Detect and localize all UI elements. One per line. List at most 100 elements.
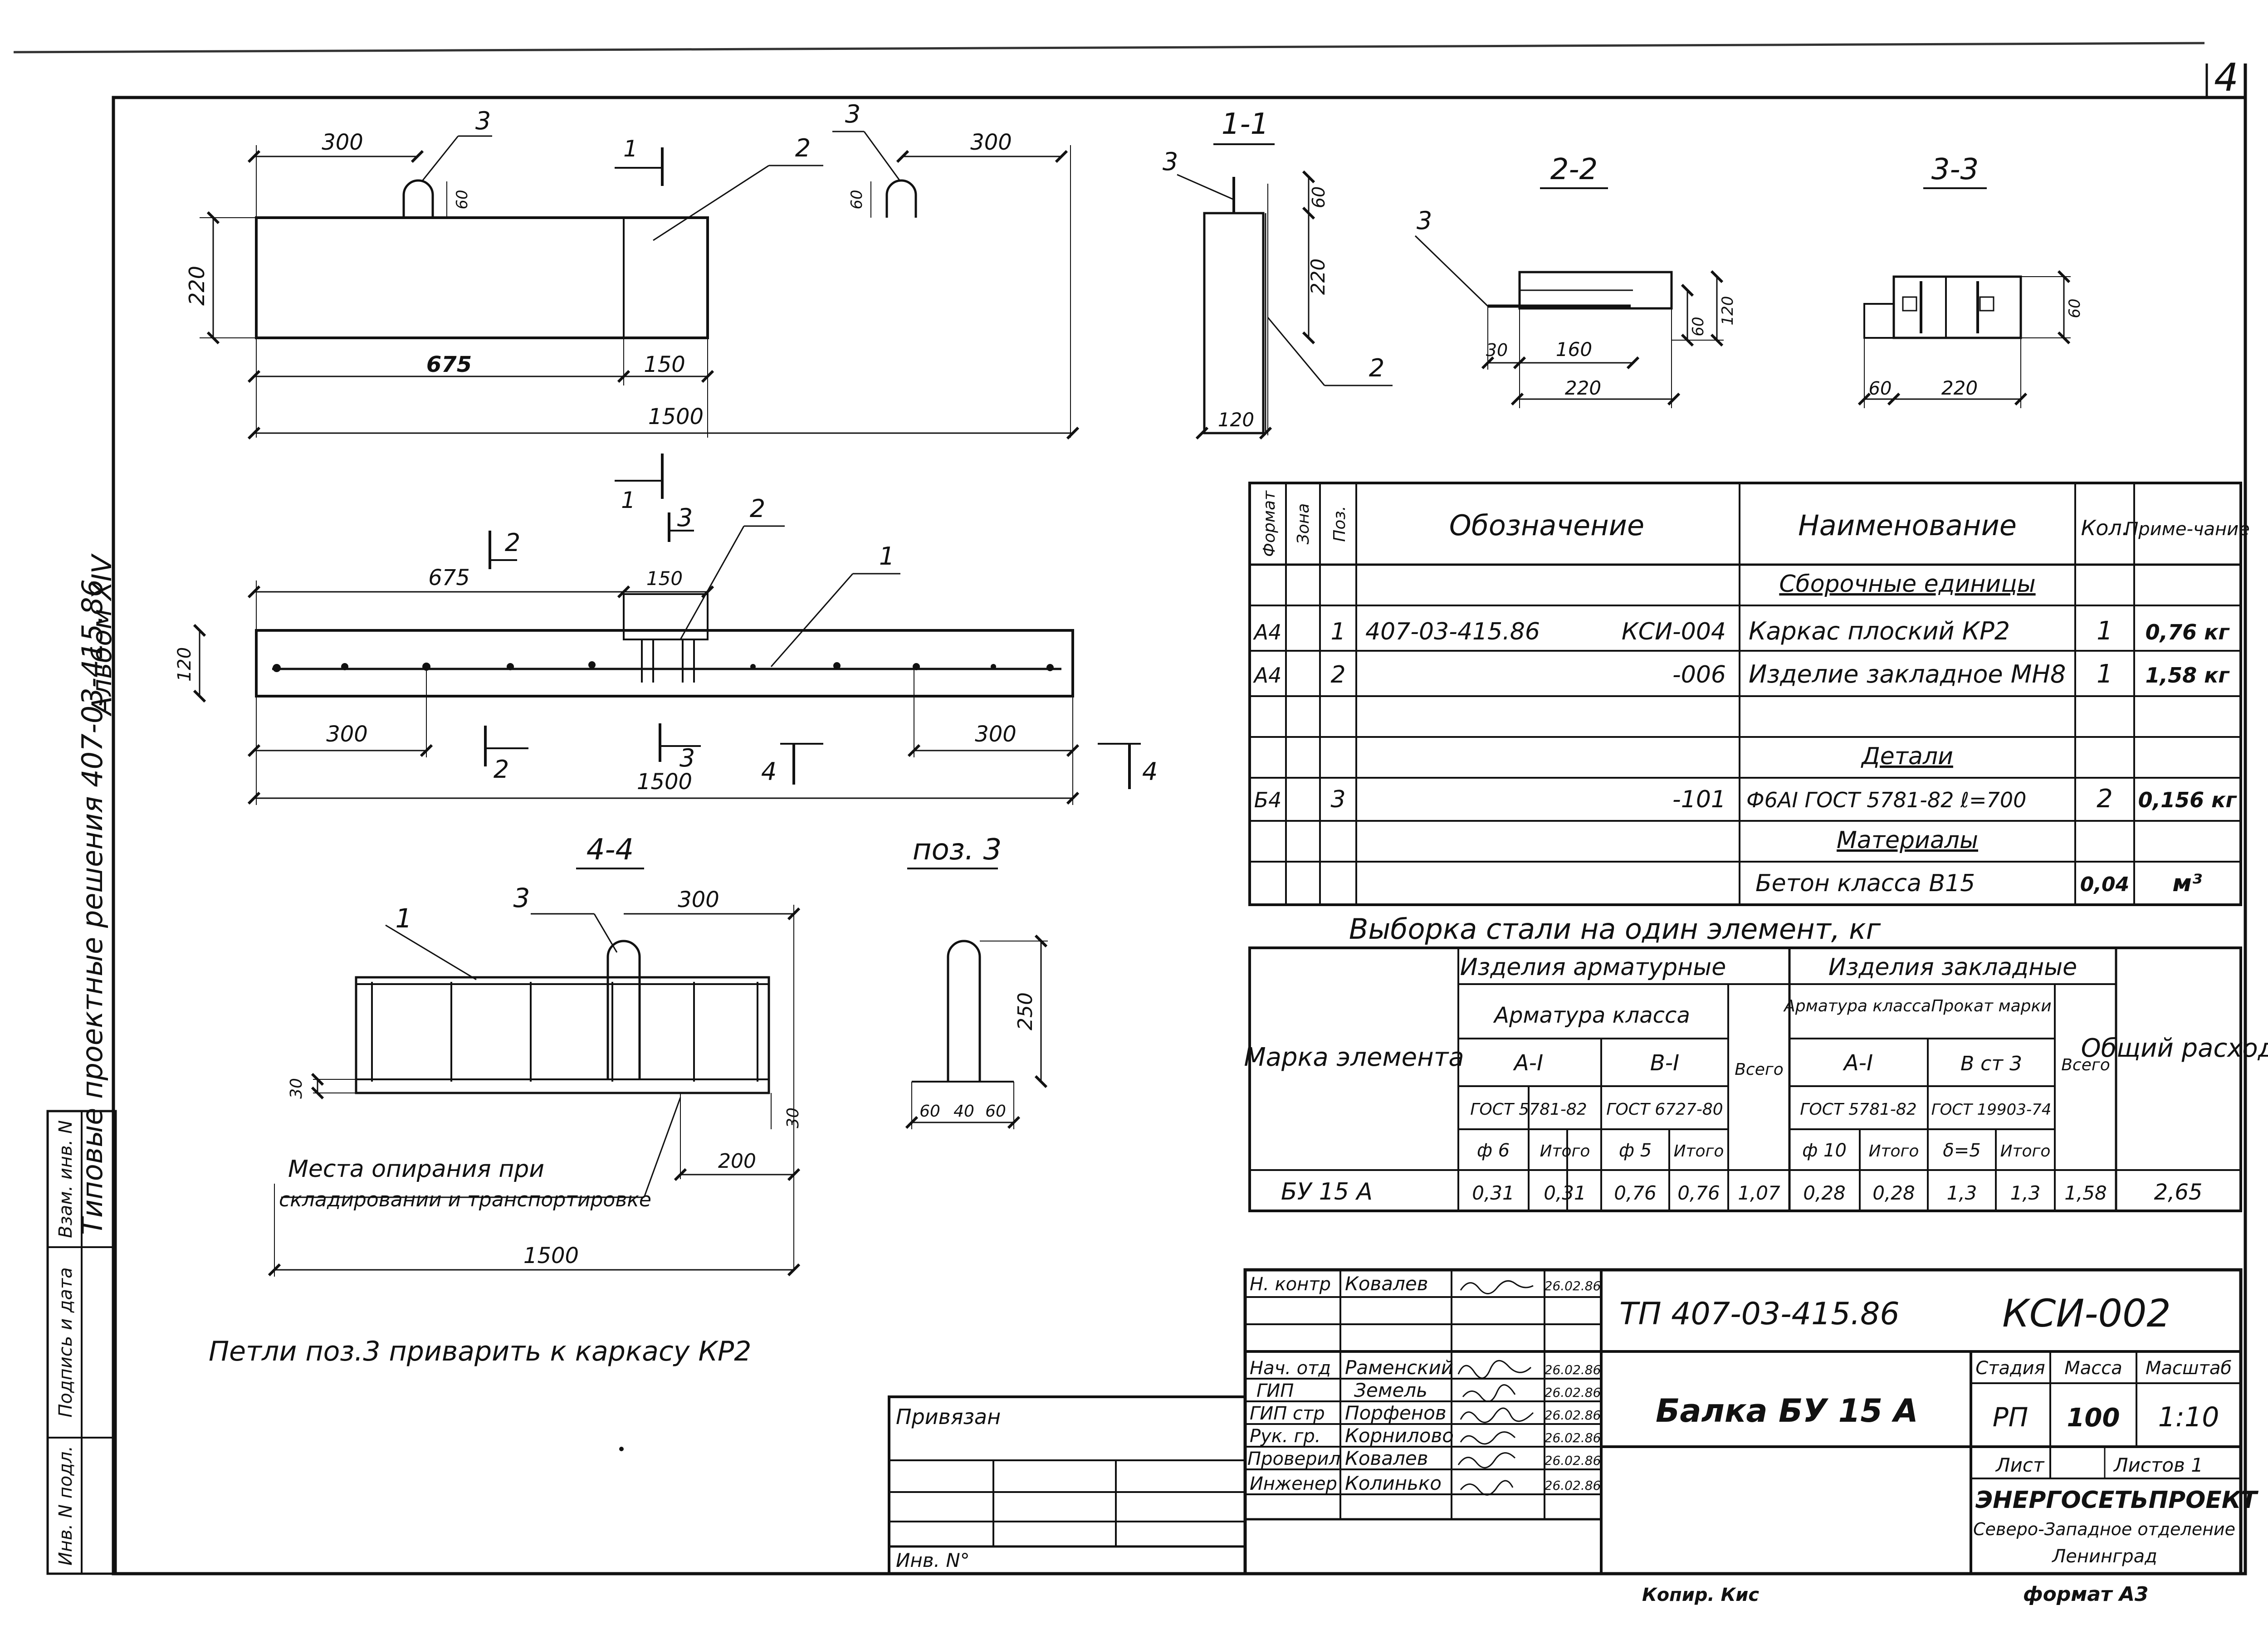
spec-row4-qty: 0,04 [2080, 873, 2130, 896]
embedded-plate [623, 217, 709, 339]
spec-row3-note: 0,156 кг [2138, 788, 2238, 812]
tb-date-6: 26.02.86 [1545, 1453, 1601, 1468]
section-3-3: 3-3 60 220 60 [1857, 153, 2084, 408]
plan-callout-2: 2 [750, 494, 765, 523]
plan-section-1-mark: 1 [621, 487, 635, 513]
spec-row3-qty: 2 [2097, 784, 2113, 814]
steel-sub-f6: ф 6 [1477, 1140, 1510, 1161]
section-1-1-title: 1-1 [1222, 107, 1269, 141]
front-dim-1500: 1500 [648, 404, 704, 429]
steel-val-5: 1,07 [1738, 1182, 1780, 1204]
steel-gost-1: ГОСТ 5781-82 [1470, 1100, 1587, 1119]
title-block: Н. контр Нач. отд ГИП ГИП стр Рук. гр. П… [1243, 1268, 2258, 1575]
front-dim-60-right: 60 [848, 190, 866, 209]
tb-stage: РП [1993, 1402, 2028, 1433]
tb-sheets-label: Листов 1 [2113, 1454, 2203, 1476]
beam-elevation [255, 216, 709, 339]
steel-armature-group: Изделия арматурные [1460, 954, 1726, 981]
steel-sub-f10: ф 10 [1802, 1140, 1847, 1161]
pos3-detail: поз. 3 60 40 60 250 [905, 833, 1048, 1129]
spec-row1-pos: 1 [1330, 618, 1345, 645]
general-note: Петли поз.3 приварить к каркасу КР2 [209, 1336, 751, 1367]
spec-row3-code: -101 [1672, 786, 1726, 813]
tb-date-4: 26.02.86 [1545, 1408, 1601, 1423]
section-1-1-callout-3: 3 [1163, 147, 1178, 176]
plan-dim-300-left: 300 [326, 722, 368, 747]
plan-section-4-left: 4 [761, 757, 777, 786]
spec-header-format: Формат [1260, 490, 1279, 557]
privyazan-block: Привязан Инв. N° [888, 1395, 1246, 1575]
tb-mass-label: Масса [2064, 1358, 2122, 1379]
stamp-cell-3: Взам. инв. N [55, 1120, 76, 1238]
spec-row1-name: Каркас плоский КР2 [1749, 617, 2010, 645]
tb-date-7: 26.02.86 [1545, 1478, 1601, 1493]
steel-val-2: 0,31 [1544, 1182, 1586, 1204]
steel-vsego-2: Всего [2061, 1056, 2110, 1074]
section-1-1: 1-1 3 2 60 220 120 [1163, 107, 1393, 440]
section-4-4-dim-300: 300 [678, 887, 719, 912]
spec-row1-format: А4 [1253, 620, 1282, 644]
steel-class-a1: А-I [1513, 1050, 1543, 1076]
steel-sub-itogo-2: Итого [1674, 1142, 1724, 1161]
lifting-loop-left [402, 179, 434, 218]
plan-dim-150: 150 [646, 567, 683, 590]
tb-name-5: Корнилово [1345, 1424, 1454, 1447]
support-note-line1: Места опирания при [288, 1156, 544, 1183]
steel-mark-header: Марка элемента [1244, 1043, 1464, 1072]
section-4-4-frame [355, 976, 770, 1094]
steel-sub-itogo-3: Итого [1869, 1142, 1919, 1161]
steel-sub-itogo-1: Итого [1540, 1142, 1590, 1161]
stamp-cell-1: Инв. N подл. [55, 1446, 76, 1566]
tb-name-2: Раменский [1345, 1356, 1453, 1379]
steel-row-mark: БУ 15 А [1281, 1178, 1373, 1205]
spec-row2-pos: 2 [1330, 661, 1345, 688]
spec-row2-name: Изделие закладное МН8 [1749, 660, 2066, 688]
plan-dim-300-right: 300 [975, 722, 1017, 747]
tb-org-1: ЭНЕРГОСЕТЬПРОЕКТ [1975, 1487, 2258, 1514]
support-note-line2: складировании и транспортировке [279, 1188, 651, 1211]
pos3-title: поз. 3 [913, 833, 1002, 867]
steel-gost-2: ГОСТ 6727-80 [1606, 1100, 1723, 1119]
section-1-1-dim-60: 60 [1309, 186, 1329, 208]
tb-role-2: Нач. отд [1250, 1358, 1331, 1379]
spec-section-materials: Материалы [1837, 827, 1978, 854]
tb-name-7: Колинько [1345, 1472, 1442, 1494]
spec-row1-qty: 1 [2097, 616, 2113, 646]
section-4-4-title: 4-4 [587, 833, 634, 867]
tb-date-3: 26.02.86 [1545, 1385, 1601, 1400]
section-4-4-callout-1: 1 [396, 903, 412, 934]
spec-row1-doc: 407-03-415.86 [1365, 618, 1540, 645]
tb-name-4: Порфенов [1345, 1402, 1447, 1424]
section-2-2-dim-60: 60 [1689, 317, 1707, 336]
tb-org-3: Ленинград [2051, 1546, 2157, 1567]
sheet-number: 4 [2214, 55, 2239, 100]
section-3-3-dim-60: 60 [1869, 378, 1892, 399]
privyazan-label: Привязан [896, 1405, 1001, 1429]
spec-row4-name: Бетон класса В15 [1755, 870, 1975, 897]
spec-header-designation: Обозначение [1449, 509, 1644, 542]
section-2-2-dim-220: 220 [1565, 377, 1601, 399]
section-1-1-body [1203, 212, 1265, 434]
section-2-2: 2-2 3 30 160 220 60 120 [1414, 153, 1737, 408]
steel-sub-itogo-4: Итого [2000, 1142, 2051, 1161]
plan-section-2-top: 2 [505, 528, 520, 557]
steel-embedded-group: Изделия закладные [1828, 954, 2077, 981]
plan-view: 675 150 300 300 1500 120 2 3 2 1 1 2 3 4… [174, 454, 1158, 805]
signatures [1457, 1280, 1534, 1496]
steel-gost-4: ГОСТ 19903-74 [1931, 1101, 2052, 1119]
tb-role-3: ГИП [1256, 1380, 1294, 1401]
tb-org-2: Северо-Западное отделение [1973, 1519, 2235, 1539]
section-4-4-dim-1500: 1500 [523, 1243, 579, 1268]
spec-header-name: Наименование [1798, 509, 2017, 542]
steel-class-b1: В-I [1650, 1050, 1679, 1076]
tb-role-1: Н. контр [1250, 1274, 1331, 1295]
front-dim-300-left: 300 [322, 130, 363, 155]
plan-dim-675: 675 [428, 565, 470, 590]
tb-scale: 1:10 [2158, 1401, 2219, 1433]
spec-header-qty: Кол. [2081, 516, 2129, 540]
series-title: Типовые проектные решения 407-03-415.86 [76, 579, 109, 1235]
front-callout-2: 2 [795, 134, 811, 162]
steel-total-header: Общий расход [2081, 1034, 2268, 1063]
section-4-4-dim-200: 200 [718, 1150, 756, 1173]
tb-code: КСИ-002 [2002, 1291, 2171, 1336]
